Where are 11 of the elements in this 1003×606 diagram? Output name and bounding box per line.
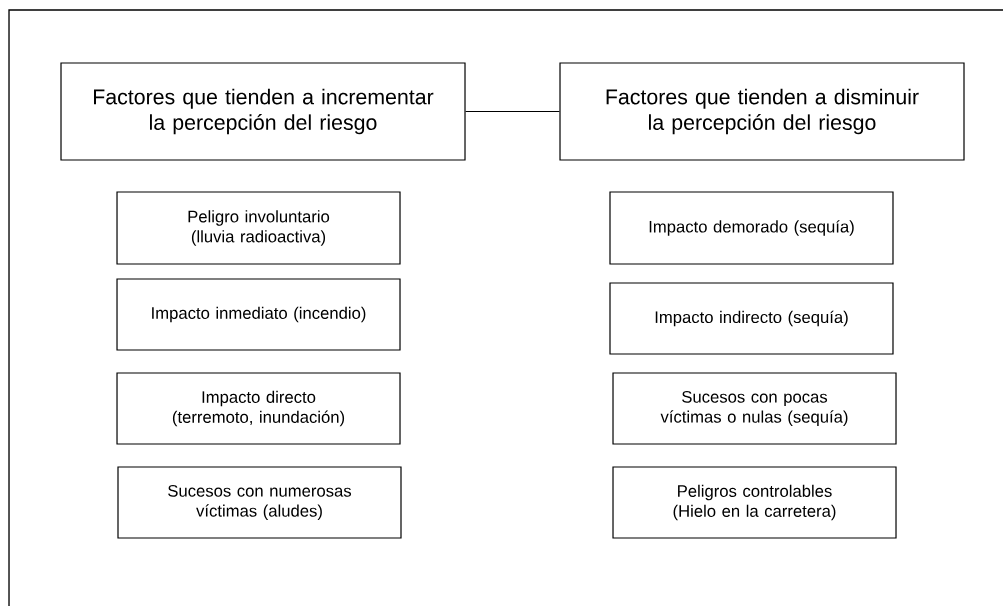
heading-box: Factores que tienden a incrementar la percepción del riesgo (60, 62, 466, 161)
factor-box: Impacto indirecto (sequía) (609, 282, 894, 355)
factor-box: Peligro involuntario (lluvia radioactiva) (116, 191, 401, 265)
factor-box: Sucesos con numerosas víctimas (aludes) (117, 466, 402, 539)
factor-box: Impacto directo (terremoto, inundación) (116, 372, 401, 445)
heading-box: Factores que tienden a disminuir la percepción del riesgo (559, 62, 965, 161)
factor-box: Sucesos con pocas víctimas o nulas (sequía) (612, 372, 897, 445)
factor-box: Peligros controlables (Hielo en la carretera) (612, 466, 897, 539)
connector-line (465, 110, 560, 113)
factor-box: Impacto demorado (sequía) (609, 191, 894, 265)
factor-box: Impacto inmediato (incendio) (116, 278, 401, 351)
